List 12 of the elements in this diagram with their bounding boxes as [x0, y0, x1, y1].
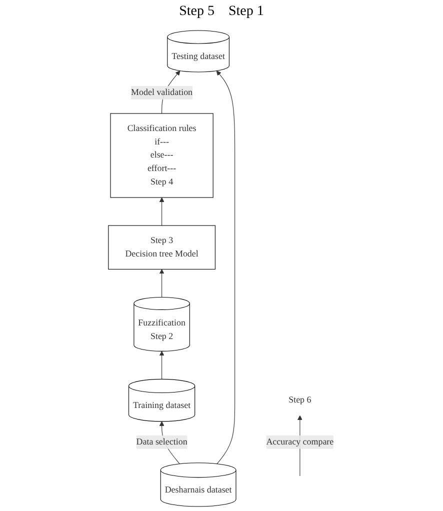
step-label: Step 5	[179, 4, 214, 21]
arrow	[160, 197, 165, 226]
edge-label: Model validation	[132, 88, 194, 98]
node-box: Step 3 Decision tree Model	[108, 225, 216, 270]
node-text: Step 6	[289, 395, 312, 405]
node-box: Classification rules if--- else--- effort--- Step 4	[110, 113, 214, 198]
arrow	[160, 350, 165, 380]
edge-label: Data selection	[136, 437, 188, 447]
arrow	[160, 269, 165, 298]
step-label: Step 1	[228, 4, 264, 21]
arrow	[216, 70, 236, 464]
edge-label: Accuracy compare	[266, 437, 334, 447]
